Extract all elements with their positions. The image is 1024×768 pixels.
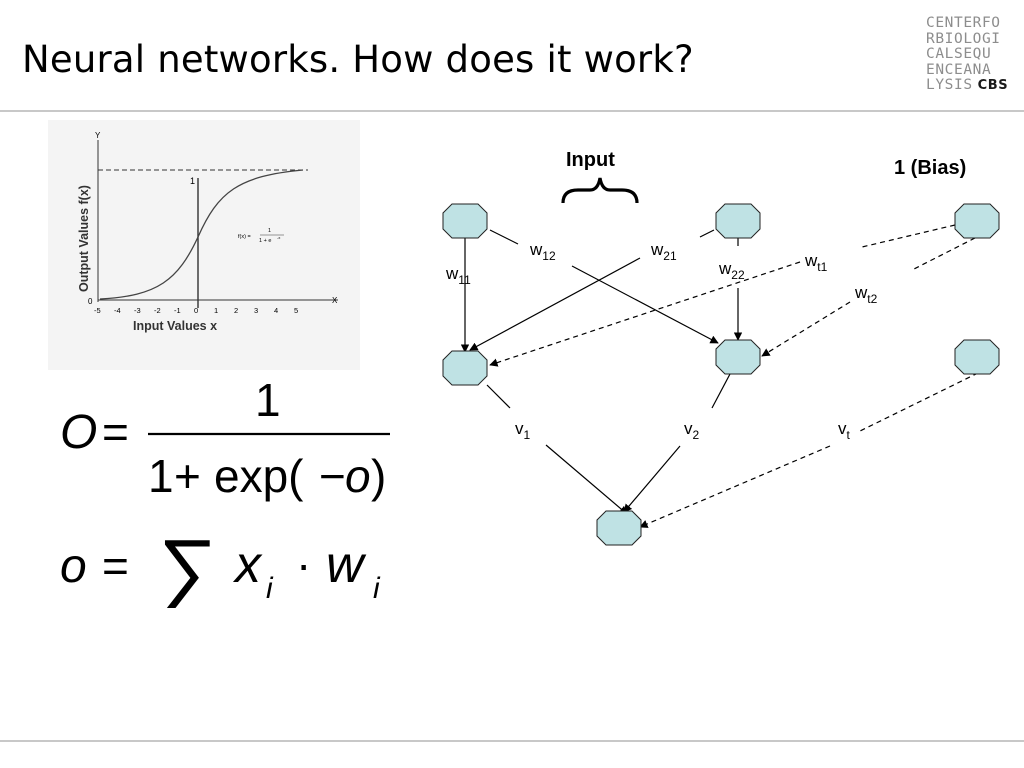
plot-x-tick: 2 <box>234 306 238 315</box>
hidden-node-2 <box>715 339 761 375</box>
logo-line-4: ENCEANA <box>926 61 992 78</box>
edge-v2 <box>623 445 681 513</box>
eq2-sum: ∑ <box>158 522 218 608</box>
plot-formula-num: 1 <box>268 228 271 234</box>
sigmoid-curve <box>99 169 304 300</box>
logo-line-3: CALSEQU <box>926 46 992 62</box>
plot-x-tick: -5 <box>94 306 101 315</box>
eq1-equals: = <box>102 406 129 458</box>
input-label: Input <box>566 149 615 171</box>
weight-labels: w11 w12 w21 w22 wt1 wt2 v1 v2 vt <box>445 240 878 442</box>
edge-vt <box>639 445 831 528</box>
eq1-den-minus: − <box>319 450 346 502</box>
logo-line-1: CENTERFO <box>926 15 1001 31</box>
input-node-2 <box>715 203 761 239</box>
sigmoid-plot: Y X 1 0 f(x) = 1 1 + e -x -5 -4 -3 -2 -1 0 1 2 3… <box>48 120 360 370</box>
label-v1: v1 <box>515 419 531 442</box>
eq2-equals: = <box>102 540 129 592</box>
slide-title: Neural networks. How does it work? <box>22 38 694 81</box>
eq2-sub-i2: i <box>373 572 381 605</box>
plot-y-zero: 0 <box>88 297 93 306</box>
edge-wt2 <box>761 301 851 357</box>
plot-level-one: 1 <box>190 176 195 186</box>
edge-w21-start <box>699 229 715 238</box>
logo-line-2: RBIOLOGI <box>926 30 1001 47</box>
label-w12: w12 <box>529 240 556 263</box>
network-nodes <box>442 203 1000 546</box>
plot-ylabel: Output Values f(x) <box>77 185 91 292</box>
plot-xlabel: Input Values x <box>133 319 217 333</box>
logo-line-5: LYSIS <box>926 77 973 93</box>
plot-x-tick: 3 <box>254 306 258 315</box>
eq1-lhs: O <box>60 406 97 459</box>
plot-formula-exp: -x <box>277 235 280 240</box>
plot-x-ticks: -5 -4 -3 -2 -1 0 1 2 3 4 5 <box>94 306 298 315</box>
edge-vt-start <box>857 372 979 433</box>
plot-x-tick: 5 <box>294 306 298 315</box>
label-w21: w21 <box>650 240 677 263</box>
plot-y-letter: Y <box>95 131 101 140</box>
edge-w12 <box>571 265 719 344</box>
plot-background <box>48 120 360 370</box>
output-node <box>596 510 642 546</box>
plot-formula-den: 1 + e <box>259 238 271 244</box>
eq2-w: w <box>326 536 367 594</box>
bias-node-1 <box>954 203 1000 239</box>
edge-v1-start <box>486 384 511 409</box>
title-divider <box>0 110 1024 112</box>
edge-wt2-start <box>911 237 976 271</box>
label-vt: vt <box>838 419 851 442</box>
plot-x-tick: 0 <box>194 306 198 315</box>
input-brace <box>561 177 639 204</box>
eq1-den-one: 1 <box>148 450 174 502</box>
equations: O = 1 1 + exp( − o ) o = ∑ x i · w i <box>60 374 390 608</box>
cbs-logo: CENTERFO RBIOLOGI CALSEQU ENCEANA LYSIS C… <box>926 15 1018 94</box>
footer-divider <box>0 740 1024 742</box>
label-wt2: wt2 <box>854 283 878 306</box>
label-w22: w22 <box>718 259 745 282</box>
plot-x-tick: 4 <box>274 306 278 315</box>
plot-x-tick: 1 <box>214 306 218 315</box>
label-w11: w11 <box>445 264 471 287</box>
plot-x-tick: -3 <box>134 306 141 315</box>
eq2-x: x <box>232 536 263 594</box>
input-node-1 <box>442 203 488 239</box>
bias-label: 1 (Bias) <box>894 157 966 179</box>
eq1-den-var: o <box>345 450 371 502</box>
edge-w21 <box>469 257 641 351</box>
plot-x-tick: -1 <box>174 306 181 315</box>
eq2-lhs: o <box>60 540 87 593</box>
edge-wt1-start <box>861 224 956 248</box>
eq1-numerator: 1 <box>255 374 281 426</box>
edge-v2-start <box>711 373 731 409</box>
logo-mark: CBS <box>977 78 1009 93</box>
eq1-den-close: ) <box>371 450 386 502</box>
plot-x-tick: -4 <box>114 306 121 315</box>
edge-v1 <box>545 444 628 515</box>
eq2-sub-i1: i <box>266 572 274 605</box>
bias-node-2 <box>954 339 1000 375</box>
eq2-dot: · <box>296 538 311 590</box>
plot-x-tick: -2 <box>154 306 161 315</box>
label-wt1: wt1 <box>804 251 828 274</box>
eq1-den-fn: exp( <box>214 450 304 502</box>
label-v2: v2 <box>684 419 700 442</box>
plot-formula-lhs: f(x) = <box>238 234 251 240</box>
edge-w12-start <box>489 229 519 245</box>
edge-wt1 <box>489 261 801 367</box>
plot-x-letter: X <box>332 296 338 305</box>
hidden-node-1 <box>442 350 488 386</box>
eq1-den-plus: + <box>174 450 201 502</box>
